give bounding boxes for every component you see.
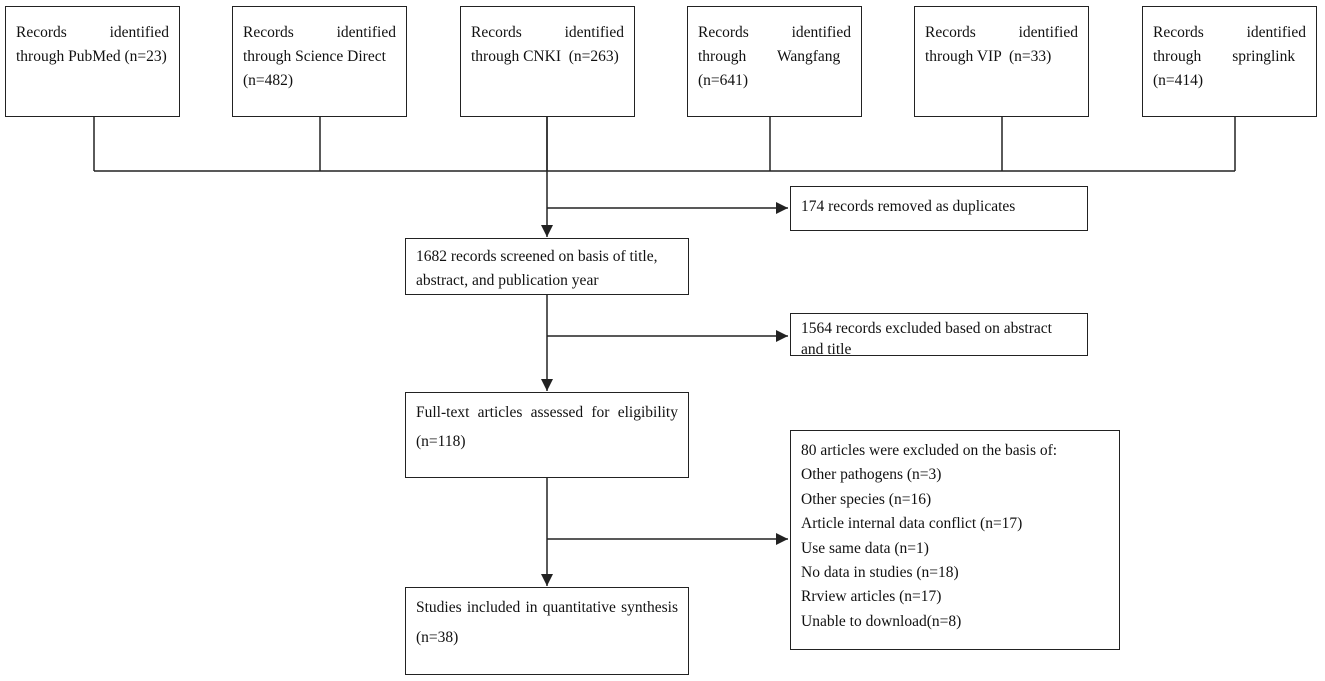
fulltext-line-2: (n=118): [416, 433, 466, 450]
exclusion-reason: Rrview articles (n=17): [801, 588, 942, 606]
source-line-2: through Wangfang: [698, 48, 841, 65]
source-box-wangfang: Records identified through Wangfang (n=64…: [687, 6, 862, 117]
source-word-1: Records: [925, 24, 976, 41]
source-line-3: (n=482): [243, 72, 294, 89]
source-line-2: through PubMed (n=23): [16, 48, 167, 65]
included-line-1: Studies included in quantitative synthes…: [416, 599, 678, 616]
screened-line-1: 1682 records screened on basis of title,: [416, 248, 658, 265]
fulltext-line-1: Full-text articles assessed for eligibil…: [416, 404, 678, 421]
source-word-1: Records: [243, 24, 294, 41]
exclusion-reason: Use same data (n=1): [801, 539, 929, 557]
exclusion-reason: No data in studies (n=18): [801, 564, 959, 582]
duplicates-box: 174 records removed as duplicates: [790, 186, 1088, 231]
fulltext-box: Full-text articles assessed for eligibil…: [405, 392, 689, 478]
source-word-1: Records: [16, 24, 67, 41]
source-box-vip: Records identified through VIP (n=33): [914, 6, 1089, 117]
source-box-cnki: Records identified through CNKI (n=263): [460, 6, 635, 117]
included-box: Studies included in quantitative synthes…: [405, 587, 689, 675]
source-word-2: identified: [1018, 24, 1078, 41]
source-line-2: through springlink: [1153, 48, 1296, 65]
source-line-2: through CNKI (n=263): [471, 48, 619, 65]
excluded-abstract-line-2: and title: [801, 341, 852, 358]
source-word-1: Records: [1153, 24, 1204, 41]
source-word-1: Records: [698, 24, 749, 41]
excluded-fulltext-header: 80 articles were excluded on the basis o…: [801, 442, 1058, 459]
duplicates-text: 174 records removed as duplicates: [801, 198, 1016, 215]
source-word-2: identified: [109, 24, 169, 41]
exclusion-reason: Article internal data conflict (n=17): [801, 515, 1023, 533]
source-box-science-direct: Records identified through Science Direct…: [232, 6, 407, 117]
source-box-pubmed: Records identified through PubMed (n=23): [5, 6, 180, 117]
screened-box: 1682 records screened on basis of title,…: [405, 238, 689, 295]
exclusion-reason: Other species (n=16): [801, 490, 932, 508]
source-line-2: through Science Direct: [243, 48, 386, 65]
source-line-2: through VIP (n=33): [925, 48, 1052, 65]
source-word-2: identified: [564, 24, 624, 41]
excluded-abstract-line-1: 1564 records excluded based on abstract: [801, 320, 1052, 337]
exclusion-reason: Other pathogens (n=3): [801, 466, 942, 484]
source-word-2: identified: [1246, 24, 1306, 41]
excluded-fulltext-box: 80 articles were excluded on the basis o…: [790, 430, 1120, 650]
source-line-3: (n=414): [1153, 72, 1204, 89]
screened-line-2: abstract, and publication year: [416, 272, 599, 289]
excluded-abstract-box: 1564 records excluded based on abstract …: [790, 313, 1088, 358]
included-line-2: (n=38): [416, 629, 459, 646]
exclusion-reason: Unable to download(n=8): [801, 612, 962, 630]
source-line-3: (n=641): [698, 72, 749, 89]
source-word-2: identified: [791, 24, 851, 41]
source-box-springlink: Records identified through springlink (n=…: [1142, 6, 1317, 117]
source-word-1: Records: [471, 24, 522, 41]
source-word-2: identified: [336, 24, 396, 41]
